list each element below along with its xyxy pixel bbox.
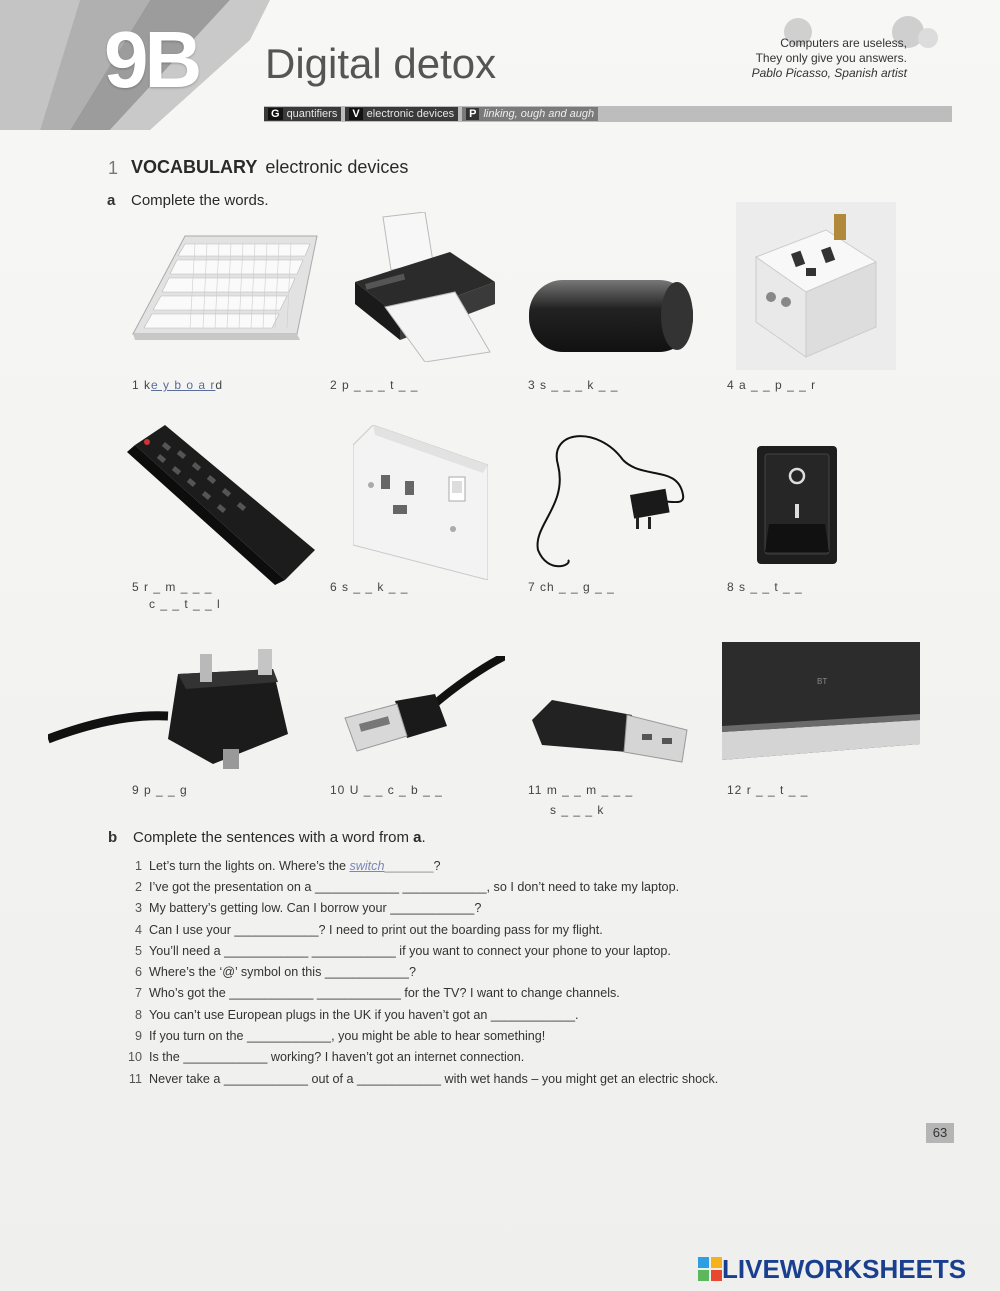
- brand-name: LIVEWORKSHEETS: [722, 1253, 967, 1284]
- speaker-image: [529, 280, 693, 352]
- sentence-5-blank[interactable]: ____________ ____________: [224, 943, 396, 958]
- plug-image: [48, 649, 288, 769]
- item-1-caption[interactable]: 1 ke y b o a rd: [132, 378, 224, 392]
- quote-decoration: [784, 16, 938, 48]
- sentence-3-blank[interactable]: ____________: [390, 901, 475, 916]
- item-5-caption-line2[interactable]: c _ _ t _ _ l: [149, 597, 221, 611]
- sentence-7-blank[interactable]: ____________ ____________: [229, 986, 401, 1001]
- exercise-b-instruction: Complete the sentences with a word from …: [133, 829, 426, 846]
- exercise-a-label: a: [107, 192, 116, 209]
- item-9-caption[interactable]: 9 p _ _ g: [132, 783, 188, 797]
- item-2-caption[interactable]: 2 p _ _ _ t _ _: [330, 378, 419, 392]
- sentence-6-blank[interactable]: ____________: [324, 965, 409, 980]
- switch-image: [757, 446, 837, 564]
- sentence-1-answer[interactable]: switch: [349, 858, 385, 873]
- item-11-caption[interactable]: 11 m _ _ m _ _ _: [528, 783, 634, 797]
- remote-control-image: [127, 425, 315, 585]
- item-3-caption[interactable]: 3 s _ _ _ k _ _: [528, 378, 619, 392]
- exercise-a-instruction: Complete the words.: [131, 192, 269, 209]
- socket-image: [353, 425, 488, 580]
- sentence-11-blank-1[interactable]: ____________: [223, 1071, 308, 1086]
- item-5-caption[interactable]: 5 r _ m _ _ _: [132, 580, 213, 594]
- section-number: 1: [108, 158, 119, 178]
- quote-line-1: Computers are useless,: [780, 36, 907, 50]
- item-4-caption[interactable]: 4 a _ _ p _ _ r: [727, 378, 817, 392]
- unit-number: 9B: [104, 15, 202, 104]
- item-12-caption[interactable]: 12 r _ _ t _ _: [727, 783, 809, 797]
- sentence-11-blank-2[interactable]: ____________: [356, 1071, 442, 1086]
- memory-stick-image: [532, 700, 688, 763]
- exercise-b-label: b: [108, 829, 118, 846]
- item-8-caption[interactable]: 8 s _ _ t _ _: [727, 580, 803, 594]
- sentence-10-blank[interactable]: ____________: [183, 1050, 268, 1065]
- item-7-caption[interactable]: 7 ch _ _ g _ _: [528, 580, 615, 594]
- quote-author: Pablo Picasso, Spanish artist: [751, 66, 907, 80]
- page-title: Digital detox: [265, 40, 497, 87]
- printer-image: [355, 212, 495, 362]
- item-10-caption[interactable]: 10 U _ _ c _ b _ _: [330, 783, 443, 797]
- usb-cable-image: [344, 656, 505, 752]
- router-image: BT: [722, 642, 920, 760]
- liveworksheets-logo-icon: [698, 1257, 722, 1281]
- sentence-4-blank[interactable]: ____________: [234, 922, 319, 937]
- item-1-answer[interactable]: e y b o a r: [151, 378, 216, 392]
- adaptor-image: [736, 202, 896, 370]
- item-6-caption[interactable]: 6 s _ _ k _ _: [330, 580, 409, 594]
- liveworksheets-logo: LIVEWORKSHEETS: [698, 1254, 966, 1284]
- quote-line-2: They only give you answers.: [755, 51, 907, 65]
- charger-image: [536, 435, 685, 568]
- quote: Computers are useless, They only give yo…: [752, 36, 907, 81]
- item-11-caption-line2[interactable]: s _ _ _ k: [550, 803, 605, 817]
- sentence-8-blank[interactable]: ____________: [490, 1007, 575, 1022]
- keyboard-image: [132, 235, 318, 340]
- page-number: 63: [926, 1123, 954, 1143]
- sentence-2-blank[interactable]: ____________ ____________: [314, 879, 487, 894]
- header-wedge-graphic: [0, 0, 270, 130]
- sentence-9-blank[interactable]: ____________: [247, 1029, 332, 1044]
- svg-text:BT: BT: [817, 677, 827, 686]
